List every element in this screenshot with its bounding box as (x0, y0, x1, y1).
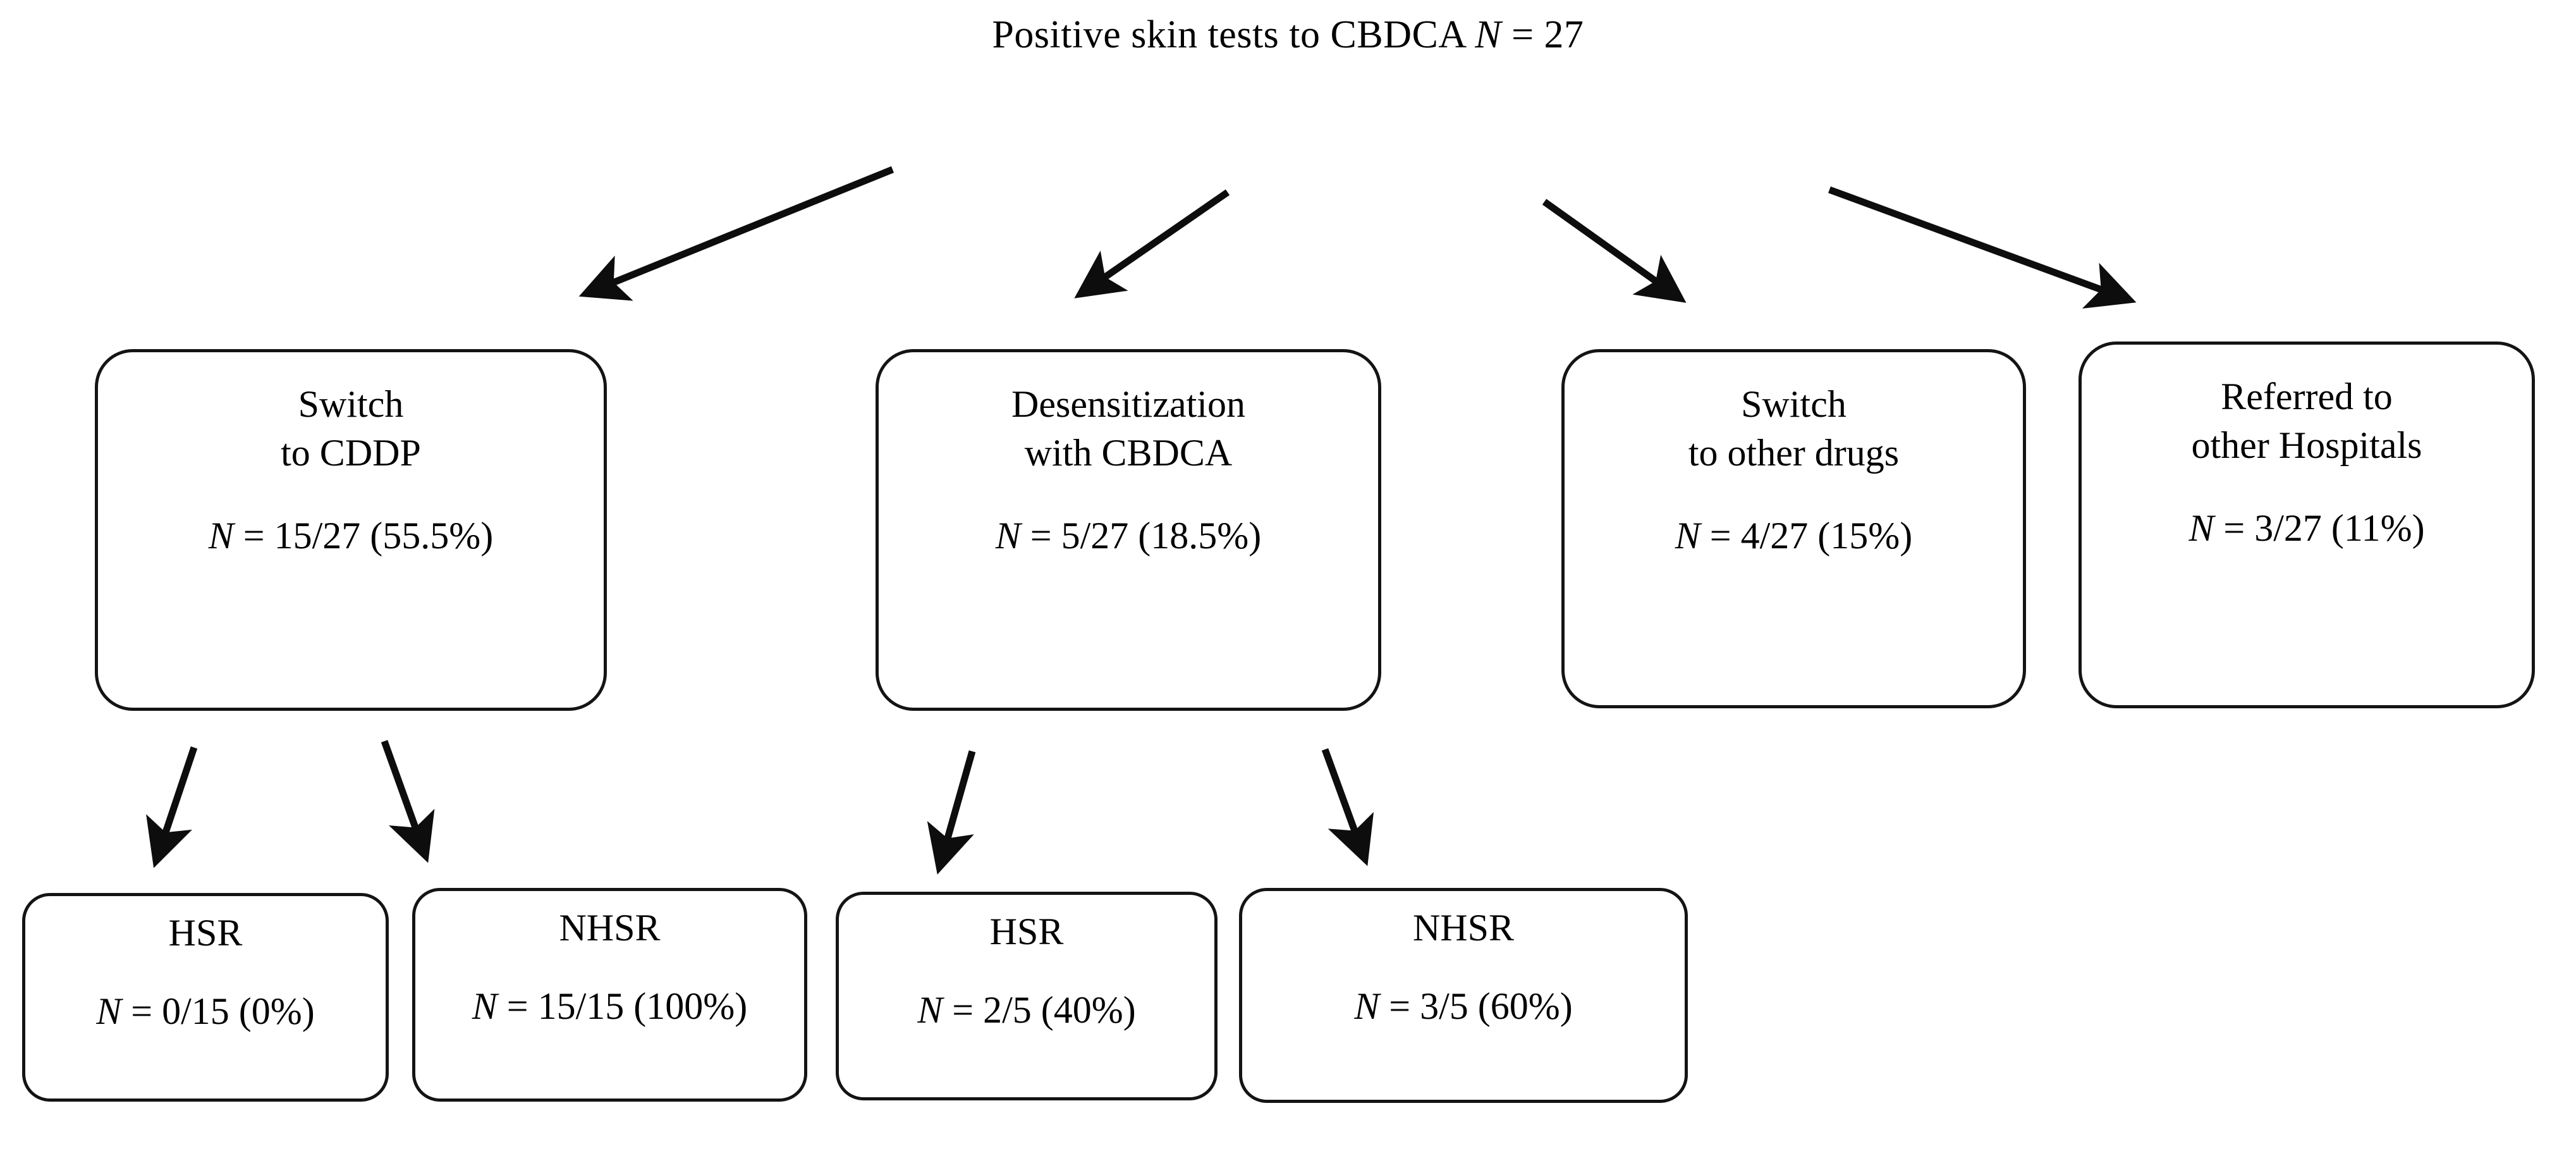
node-title: Switch to CDDP (281, 383, 421, 474)
page-title: Positive skin tests to CBDCA N = 27 (0, 13, 2576, 58)
stat-value: = 5/27 (18.5%) (1020, 514, 1262, 557)
stat-value: = 15/15 (100%) (497, 985, 748, 1027)
node-stat: N = 3/5 (60%) (1354, 983, 1572, 1029)
stat-n-symbol: N (1675, 514, 1700, 557)
node-cddp-hsr[interactable]: HSR N = 0/15 (0%) (22, 893, 389, 1102)
stat-value: = 3/5 (60%) (1379, 985, 1573, 1027)
node-stat: N = 0/15 (0%) (96, 988, 314, 1034)
stat-n-symbol: N (917, 989, 943, 1031)
arrow-to-desensitization (1074, 189, 1230, 298)
node-cddp-nhsr[interactable]: NHSR N = 15/15 (100%) (412, 888, 807, 1102)
arrow-to-referred-other-hospitals (1828, 186, 2137, 309)
node-title: Switch to other drugs (1688, 383, 1900, 474)
title-n-symbol: N (1475, 13, 1502, 56)
node-stat: N = 3/27 (11%) (2188, 505, 2424, 551)
arrow-cddp-to-hsr (146, 746, 198, 868)
node-stat: N = 15/15 (100%) (472, 983, 747, 1029)
arrow-to-switch-other-drugs (1542, 199, 1687, 303)
node-title: HSR (989, 911, 1064, 952)
node-switch-to-other-drugs[interactable]: Switch to other drugs N = 4/27 (15%) (1561, 349, 2026, 708)
node-desensitization-with-cbdca[interactable]: Desensitization with CBDCA N = 5/27 (18.… (876, 349, 1381, 711)
node-title: NHSR (559, 907, 661, 949)
stat-value: = 15/27 (55.5%) (233, 514, 494, 557)
node-stat: N = 5/27 (18.5%) (996, 513, 1261, 558)
stat-value: = 0/15 (0%) (121, 990, 315, 1032)
node-stat: N = 4/27 (15%) (1675, 513, 1912, 558)
stat-value: = 4/27 (15%) (1700, 514, 1913, 557)
stat-n-symbol: N (208, 514, 234, 557)
node-desens-nhsr[interactable]: NHSR N = 3/5 (60%) (1239, 888, 1688, 1103)
stat-n-symbol: N (995, 514, 1021, 557)
node-title: NHSR (1412, 907, 1515, 949)
title-prefix: Positive skin tests to CBDCA (992, 13, 1475, 56)
stat-n-symbol: N (96, 990, 122, 1032)
arrow-cddp-to-nhsr (381, 740, 435, 863)
arrow-desens-to-nhsr (1321, 748, 1374, 866)
node-desens-hsr[interactable]: HSR N = 2/5 (40%) (836, 892, 1218, 1100)
stat-n-symbol: N (2188, 507, 2214, 549)
arrow-to-switch-to-cddp (578, 166, 894, 301)
stat-value: = 3/27 (11%) (2214, 507, 2425, 549)
node-title: Referred to other Hospitals (2191, 376, 2422, 466)
node-switch-to-cddp[interactable]: Switch to CDDP N = 15/27 (55.5%) (95, 349, 607, 711)
title-suffix: = 27 (1501, 13, 1584, 56)
node-referred-to-other-hospitals[interactable]: Referred to other Hospitals N = 3/27 (11… (2079, 342, 2535, 708)
arrow-desens-to-hsr (927, 750, 976, 875)
stat-n-symbol: N (472, 985, 497, 1027)
node-title: Desensitization with CBDCA (1011, 383, 1245, 474)
node-title: HSR (168, 912, 243, 954)
stat-n-symbol: N (1354, 985, 1380, 1027)
stat-value: = 2/5 (40%) (943, 989, 1136, 1031)
node-stat: N = 2/5 (40%) (917, 987, 1135, 1033)
node-stat: N = 15/27 (55.5%) (209, 513, 493, 558)
